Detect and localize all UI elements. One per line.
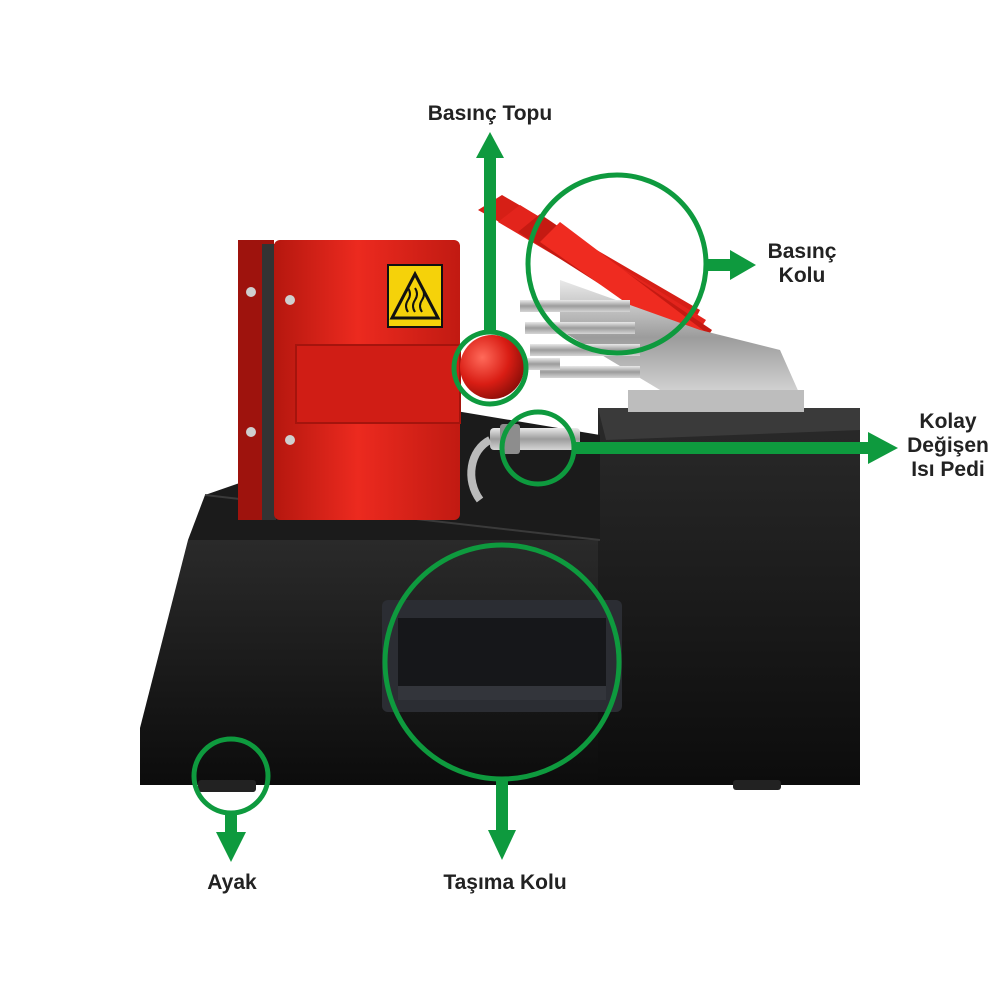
label-heat-pad-line1: Kolay	[919, 410, 977, 433]
label-pressure-lever: Basınç Kolu	[750, 240, 854, 288]
pressure-levers	[478, 195, 804, 412]
label-heat-pad: Kolay Değişen Isı Pedi	[898, 410, 998, 482]
label-heat-pad-line3: Isı Pedi	[911, 458, 985, 481]
machine-feet	[198, 780, 781, 792]
label-foot: Ayak	[207, 871, 257, 894]
label-pressure-lever-line1: Basınç	[767, 240, 837, 263]
label-pressure-ball: Basınç Topu	[427, 102, 553, 125]
label-heat-pad-line2: Değişen	[907, 434, 989, 457]
heat-pad-connector	[467, 424, 580, 503]
label-pressure-lever-line2: Kolu	[778, 264, 826, 287]
hot-surface-warning-icon	[387, 264, 443, 328]
mug-heater	[238, 240, 461, 520]
carry-handle	[382, 600, 622, 712]
callout-arrows	[216, 132, 898, 862]
label-carry-handle: Taşıma Kolu	[443, 871, 567, 894]
